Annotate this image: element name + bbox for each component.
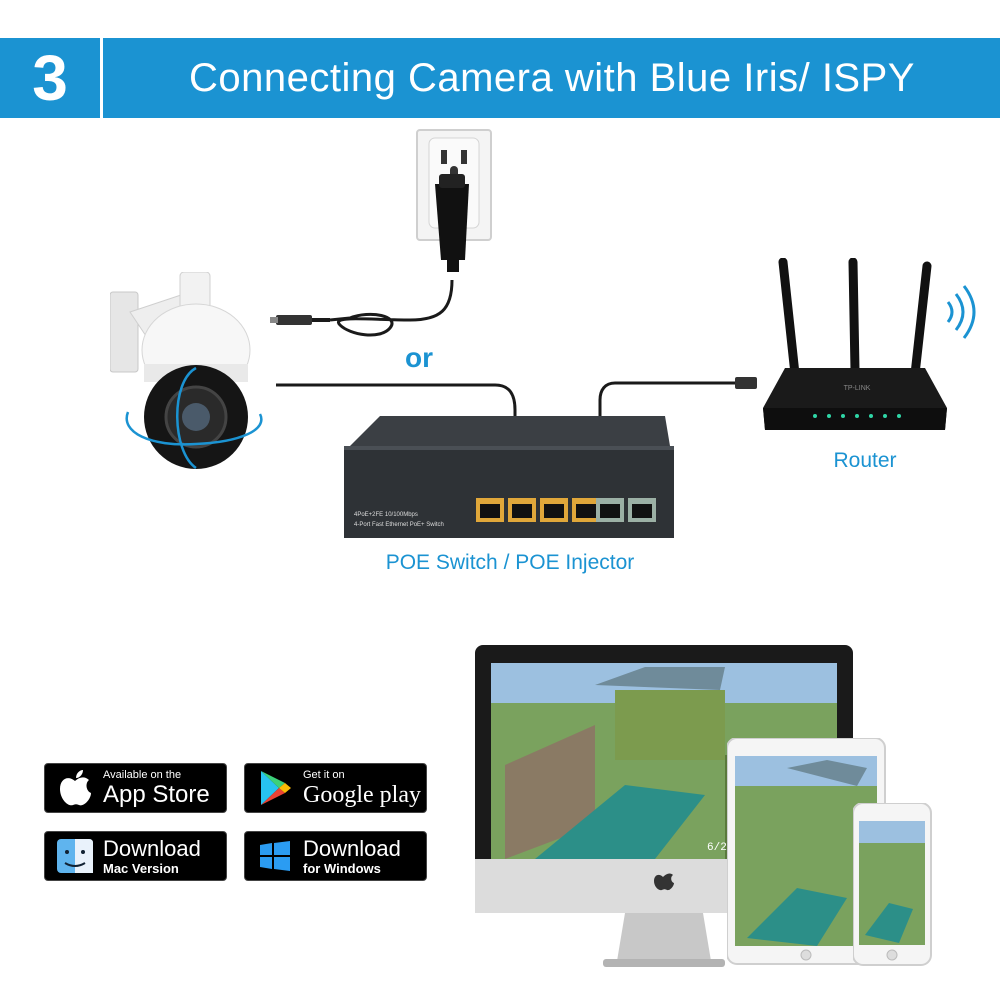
step-number: 3 [0,38,103,118]
page-title: Connecting Camera with Blue Iris/ ISPY [189,55,915,100]
power-adapter-icon [435,174,469,272]
ptz-camera-icon [110,272,263,470]
power-cable [270,279,454,337]
router-icon: TP-LINK [763,258,947,430]
google-play-small: Get it on [303,768,345,781]
switch-model-text: 4PoE+2FE 10/100Mbps [354,512,418,518]
app-store-badge[interactable]: Available on the App Store [44,763,227,813]
mac-download-sub: Mac Version [103,860,179,876]
finder-icon [53,836,97,876]
windows-download-big: Download [303,835,401,861]
play-icon [253,768,297,808]
wifi-signal-icon [946,285,976,339]
header-bar [0,38,1000,118]
google-play-badge[interactable]: Get it on Google play [244,763,427,813]
mac-download-big: Download [103,835,201,861]
poe-switch-icon: 4PoE+2FE 10/100Mbps 4-Port Fast Ethernet… [344,416,674,538]
apple-icon [53,768,97,808]
or-label: or [405,342,433,373]
app-store-small: Available on the [103,768,182,781]
switch-desc-text: 4-Port Fast Ethernet PoE+ Switch [354,522,444,528]
windows-download-sub: for Windows [303,860,381,876]
switch-label: POE Switch / POE Injector [385,551,635,574]
mac-download-badge[interactable]: Download Mac Version [44,831,227,881]
app-store-big: App Store [103,780,210,808]
google-play-big: Google play [303,781,421,808]
windows-download-badge[interactable]: Download for Windows [244,831,427,881]
phone-icon [853,803,932,966]
windows-icon [253,836,297,876]
router-label: Router [833,449,897,472]
router-brand: TP-LINK [844,385,871,392]
